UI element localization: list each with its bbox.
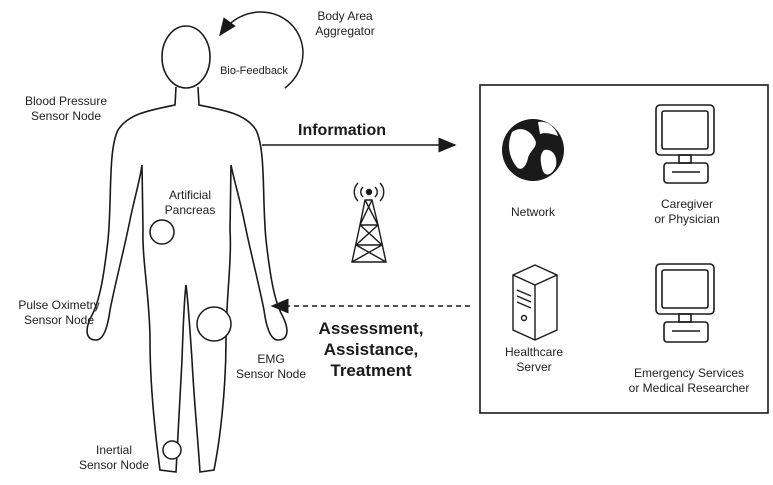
network-label: Network: [510, 205, 555, 219]
cell-tower-icon: [351, 182, 387, 263]
bio-feedback-arrow: [219, 11, 304, 89]
inertial-sensor: [162, 440, 182, 460]
globe-icon: [502, 119, 564, 181]
monitor-icon: [655, 263, 715, 343]
pancreas-sensor: [149, 219, 175, 245]
human-body-icon: [86, 25, 288, 473]
information-label: Information: [298, 122, 386, 139]
assessment-label: Assessment,Assistance,Treatment: [318, 319, 424, 380]
remote-services-box: [479, 84, 769, 414]
emg-sensor: [196, 306, 232, 342]
server-icon: [512, 264, 558, 341]
monitor-icon: [655, 104, 715, 184]
bio-feedback-label: Bio-Feedback: [220, 65, 288, 77]
